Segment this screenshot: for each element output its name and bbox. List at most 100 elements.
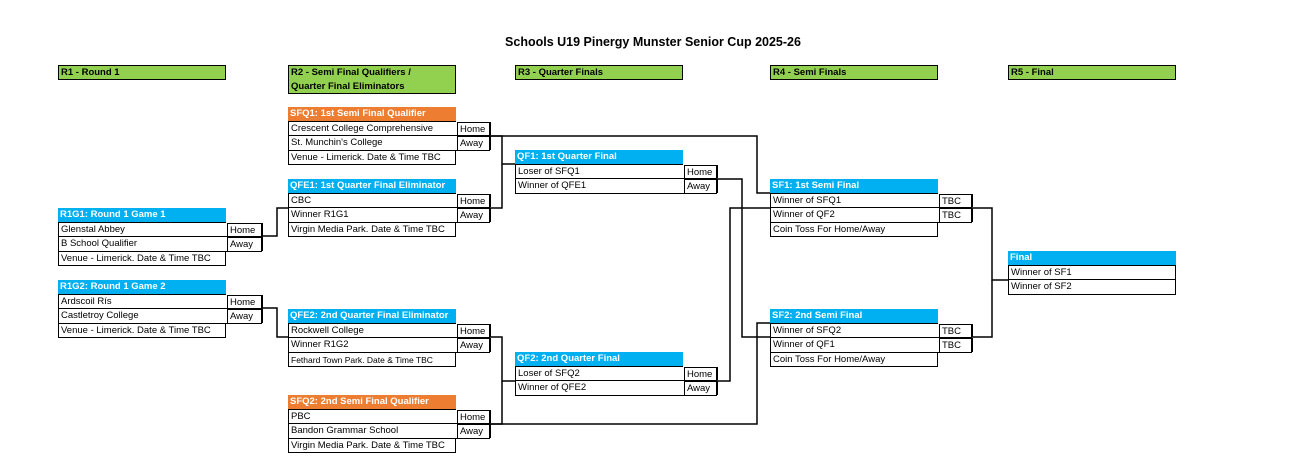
connector-qf1-sf2 [717,178,770,338]
match-final-team2: Winner of SF2 [1011,281,1072,292]
match-qf2-title: QF2: 2nd Quarter Final [517,353,620,364]
match-final-header: Final [1008,251,1176,266]
match-sf2-title: SF2: 2nd Semi Final [772,310,863,321]
match-sf2-team1: Winner of SFQ2 [773,324,842,336]
match-final: Final Winner of SF1 Winner of SF2 [1008,251,1176,295]
match-sfq2: SFQ2: 2nd Semi Final Qualifier PBC Home B… [288,395,491,453]
match-sf2-team1-row: Winner of SFQ2 TBC [770,323,973,338]
match-r1g1-title: R1G1: Round 1 Game 1 [60,209,166,220]
match-sfq1: SFQ1: 1st Semi Final Qualifier Crescent … [288,107,491,165]
match-sfq2-header: SFQ2: 2nd Semi Final Qualifier [288,395,456,410]
match-qfe2-venue-row: Fethard Town Park. Date & Time TBC [288,352,456,367]
match-r1g2-side2: Away [227,309,263,323]
connector-sfq2-qf2 [490,381,503,425]
match-qfe2: QFE2: 2nd Quarter Final Eliminator Rockw… [288,309,491,367]
header-r3: R3 - Quarter Finals [515,65,683,80]
match-sfq2-team1-row: PBC Home [288,409,491,424]
match-qf1-title: QF1: 1st Quarter Final [517,151,617,162]
match-r1g2-header: R1G2: Round 1 Game 2 [58,280,226,295]
match-sf2-side1: TBC [939,323,973,337]
match-qf1-team2: Winner of QFE1 [518,180,587,191]
match-sf1-side2: TBC [939,208,973,222]
header-r1-label: R1 - Round 1 [61,67,120,78]
match-sfq2-venue: Virgin Media Park. Date & Time TBC [291,439,445,451]
match-qfe1-title: QFE1: 1st Quarter Final Eliminator [290,180,446,191]
match-sf2-team2: Winner of QF1 [773,339,835,350]
match-r1g1-side1: Home [227,222,263,236]
header-r5-label: R5 - Final [1011,67,1054,78]
connector-qf2-sf1 [717,207,770,382]
header-r2: R2 - Semi Final Qualifiers /Quarter Fina… [288,65,456,94]
match-qf1-header: QF1: 1st Quarter Final [515,150,683,165]
match-qfe2-venue: Fethard Town Park. Date & Time TBC [291,354,433,365]
match-sf2-header: SF2: 2nd Semi Final [770,309,938,324]
match-final-team1-row: Winner of SF1 [1008,265,1176,280]
header-r4-label: R4 - Semi Finals [773,67,847,78]
header-r5: R5 - Final [1008,65,1176,80]
match-sfq2-side1: Home [457,409,491,423]
match-qf1-side1: Home [684,164,718,178]
connector-r1g1-qfe1 [262,207,288,237]
match-sfq2-side2: Away [457,424,491,438]
header-r2-line1: R2 - Semi Final Qualifiers / [291,67,411,78]
match-qfe2-side1: Home [457,323,491,337]
match-qf2-header: QF2: 2nd Quarter Final [515,352,683,367]
match-qf2-team1-row: Loser of SFQ2 Home [515,366,718,381]
connector-sfq1-sf1 [490,135,770,194]
match-final-team2-row: Winner of SF2 [1008,280,1176,295]
match-sf1-side1: TBC [939,193,973,207]
match-sfq2-venue-row: Virgin Media Park. Date & Time TBC [288,438,456,453]
match-qfe2-team2: Winner R1G2 [291,339,349,350]
match-r1g1-team1-row: Glenstal Abbey Home [58,222,263,237]
header-r1: R1 - Round 1 [58,65,226,80]
match-sf1-title: SF1: 1st Semi Final [772,180,860,191]
match-qf2-team1: Loser of SFQ2 [518,367,580,379]
match-qf2-team2-row: Winner of QFE2 Away [515,381,718,396]
match-qfe2-header: QFE2: 2nd Quarter Final Eliminator [288,309,456,324]
match-r1g1-team1: Glenstal Abbey [61,223,125,235]
match-qfe1-venue: Virgin Media Park. Date & Time TBC [291,223,445,235]
match-sf1-venue: Coin Toss For Home/Away [773,223,886,235]
match-r1g2-team2-row: Castletroy College Away [58,309,263,324]
match-sfq1-header: SFQ1: 1st Semi Final Qualifier [288,107,456,122]
match-sf2-venue-row: Coin Toss For Home/Away [770,352,938,367]
match-qf2-team2: Winner of QFE2 [518,382,587,393]
connector-qfe2-qf2 [490,336,515,382]
connector-sfq1-qf1 [490,135,515,165]
match-qf2: QF2: 2nd Quarter Final Loser of SFQ2 Home… [515,352,718,396]
match-final-title: Final [1010,252,1033,263]
match-r1g2-side1: Home [227,294,263,308]
match-qf2-side1: Home [684,366,718,380]
match-sf2-venue: Coin Toss For Home/Away [773,353,886,365]
match-sf1-venue-row: Coin Toss For Home/Away [770,222,938,237]
match-r1g2-team2: Castletroy College [61,310,139,321]
match-qf2-side2: Away [684,381,718,395]
match-r1g1-team2: B School Qualifier [61,238,138,249]
connector-r1g2-qfe2 [262,307,288,338]
connector-qfe1-qf1 [490,164,503,209]
match-sfq1-title: SFQ1: 1st Semi Final Qualifier [290,108,426,119]
connector-sfq2-sf2 [490,322,770,425]
match-sf1-header: SF1: 1st Semi Final [770,179,938,194]
match-qfe2-team1: Rockwell College [291,324,364,336]
connector-sf2-final [972,280,993,338]
match-r1g1-venue-row: Venue - Limerick. Date & Time TBC [58,251,226,266]
match-sfq2-team1: PBC [291,410,311,422]
match-sf2-side2: TBC [939,338,973,352]
match-sfq1-side2: Away [457,136,491,150]
match-qfe1-side1: Home [457,193,491,207]
